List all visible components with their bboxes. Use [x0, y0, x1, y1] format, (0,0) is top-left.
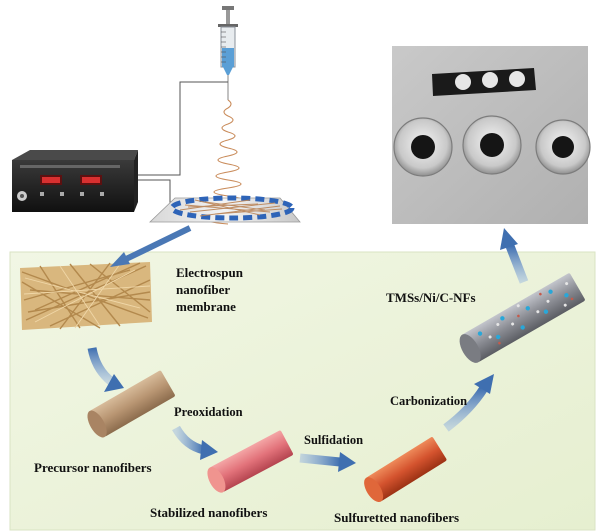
label-product: TMSs/Ni/C-NFs — [386, 290, 476, 305]
precursor-fiber — [87, 370, 175, 438]
arrow-membrane-to-precursor — [87, 347, 124, 392]
arrow-product-to-photo — [500, 228, 529, 284]
arrow-carbonization — [443, 374, 494, 432]
arrow-collector-to-membrane — [110, 225, 192, 267]
product-fiber — [459, 273, 585, 363]
collector-plate — [149, 195, 301, 223]
label-sulfuretted-nanofibers: Sulfuretted nanofibers — [334, 510, 460, 525]
label-electrospun-membrane: Electrospun nanofiber membrane — [176, 265, 243, 314]
wire-high-voltage — [134, 81, 228, 176]
label-preoxidation: Preoxidation — [174, 405, 243, 419]
label-precursor-nanofibers: Precursor nanofibers — [34, 460, 152, 475]
stabilized-fiber — [207, 430, 293, 493]
label-carbonization: Carbonization — [390, 394, 468, 408]
electrode-photo — [392, 46, 591, 224]
high-voltage-power-supply — [12, 150, 138, 212]
arrow-preoxidation — [172, 425, 218, 460]
syringe — [218, 6, 238, 100]
label-sulfidation: Sulfidation — [304, 433, 364, 447]
nanofiber-membrane — [20, 262, 152, 330]
label-stabilized-nanofibers: Stabilized nanofibers — [150, 505, 268, 520]
sulfuretted-fiber — [364, 437, 447, 503]
arrow-sulfidation — [299, 452, 356, 472]
